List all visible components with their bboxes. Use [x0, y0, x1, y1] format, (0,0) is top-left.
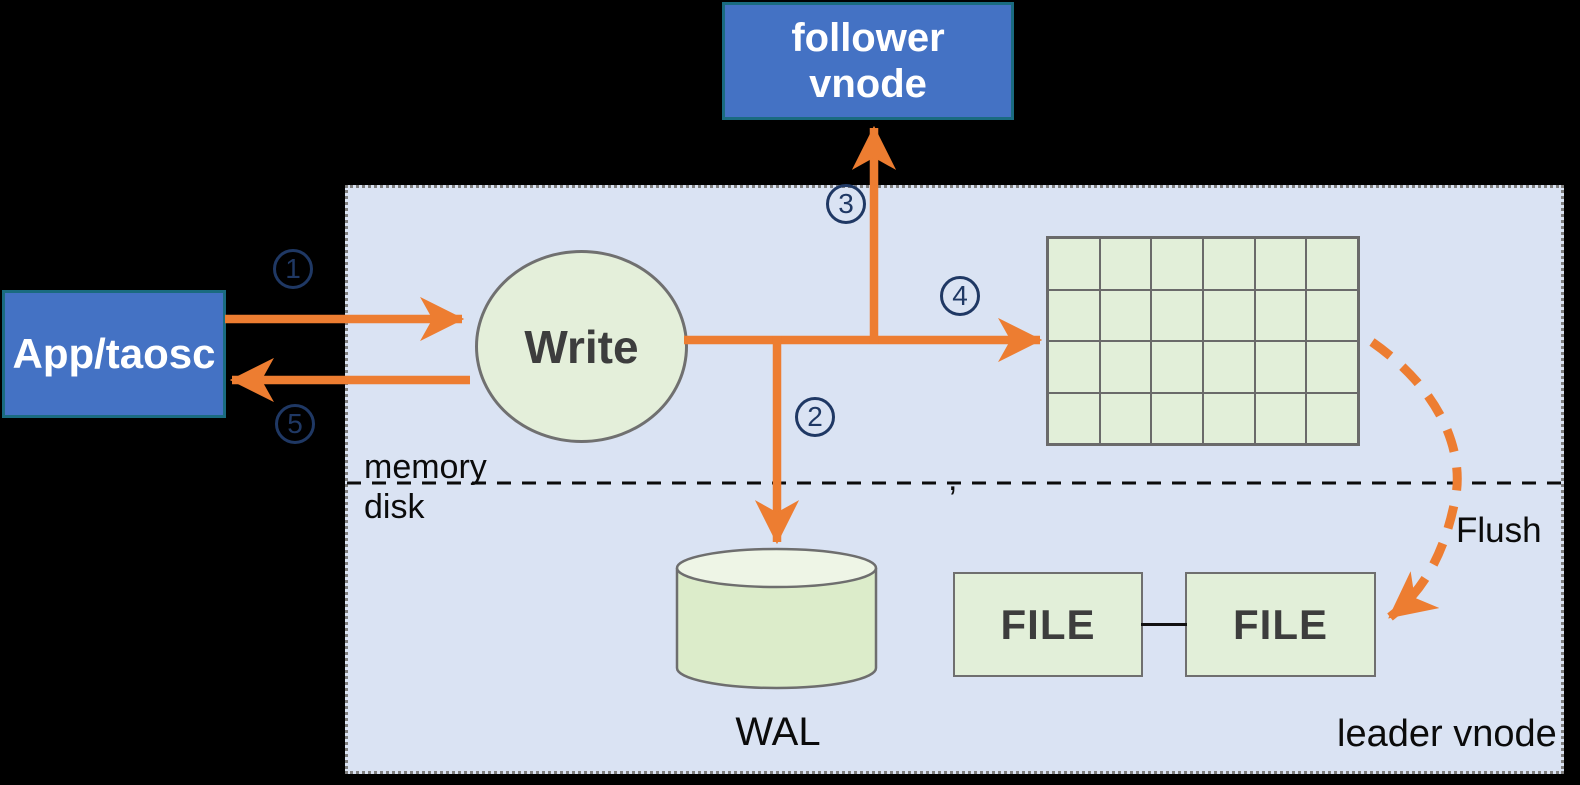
app-taosc-label: App/taosc — [12, 330, 216, 377]
memtable-cell — [1255, 393, 1306, 443]
memtable-cell — [1049, 342, 1099, 392]
step-3-badge: 3 — [826, 184, 866, 224]
step-2-badge: 2 — [795, 397, 835, 437]
memtable-cell — [1049, 393, 1099, 443]
file-connector-line — [1141, 623, 1187, 626]
memtable-cell — [1100, 290, 1151, 340]
step-4-badge: 4 — [940, 276, 980, 316]
write-label: Write — [524, 320, 639, 373]
memtable-grid — [1046, 236, 1360, 446]
memory-label: memory — [364, 448, 487, 486]
memtable-cell — [1204, 342, 1254, 392]
wal-label: WAL — [735, 710, 821, 754]
file-right-label: FILE — [1233, 600, 1328, 648]
memtable-cell — [1204, 393, 1254, 443]
memtable-cell — [1152, 290, 1202, 340]
memtable-cell — [1204, 290, 1254, 340]
follower-vnode-node: follower vnode — [722, 2, 1014, 120]
file-node-left: FILE — [953, 572, 1143, 677]
memtable-cell — [1152, 393, 1202, 443]
disk-label: disk — [364, 488, 425, 526]
follower-vnode-label: follower vnode — [791, 16, 945, 106]
write-node: Write — [475, 250, 688, 443]
memtable-cell — [1100, 342, 1151, 392]
memtable-cell — [1049, 239, 1099, 289]
memtable-cell — [1255, 239, 1306, 289]
file-node-right: FILE — [1185, 572, 1376, 677]
memtable-cell — [1049, 290, 1099, 340]
memtable-cell — [1204, 239, 1254, 289]
memtable-cell — [1100, 239, 1151, 289]
stray-comma: , — [948, 460, 958, 498]
memtable-cell — [1255, 290, 1306, 340]
flush-label: Flush — [1456, 511, 1542, 550]
memtable-cell — [1152, 239, 1202, 289]
memtable-cell — [1255, 342, 1306, 392]
file-left-label: FILE — [1000, 600, 1096, 648]
memtable-cell — [1307, 239, 1357, 289]
memtable-cell — [1307, 290, 1357, 340]
memtable-cell — [1100, 393, 1151, 443]
leader-vnode-label: leader vnode — [1337, 713, 1557, 755]
memtable-cell — [1307, 342, 1357, 392]
app-taosc-node: App/taosc — [2, 290, 226, 418]
step-1-badge: 1 — [273, 249, 313, 289]
memtable-cell — [1152, 342, 1202, 392]
memtable-cell — [1307, 393, 1357, 443]
step-5-badge: 5 — [275, 404, 315, 444]
